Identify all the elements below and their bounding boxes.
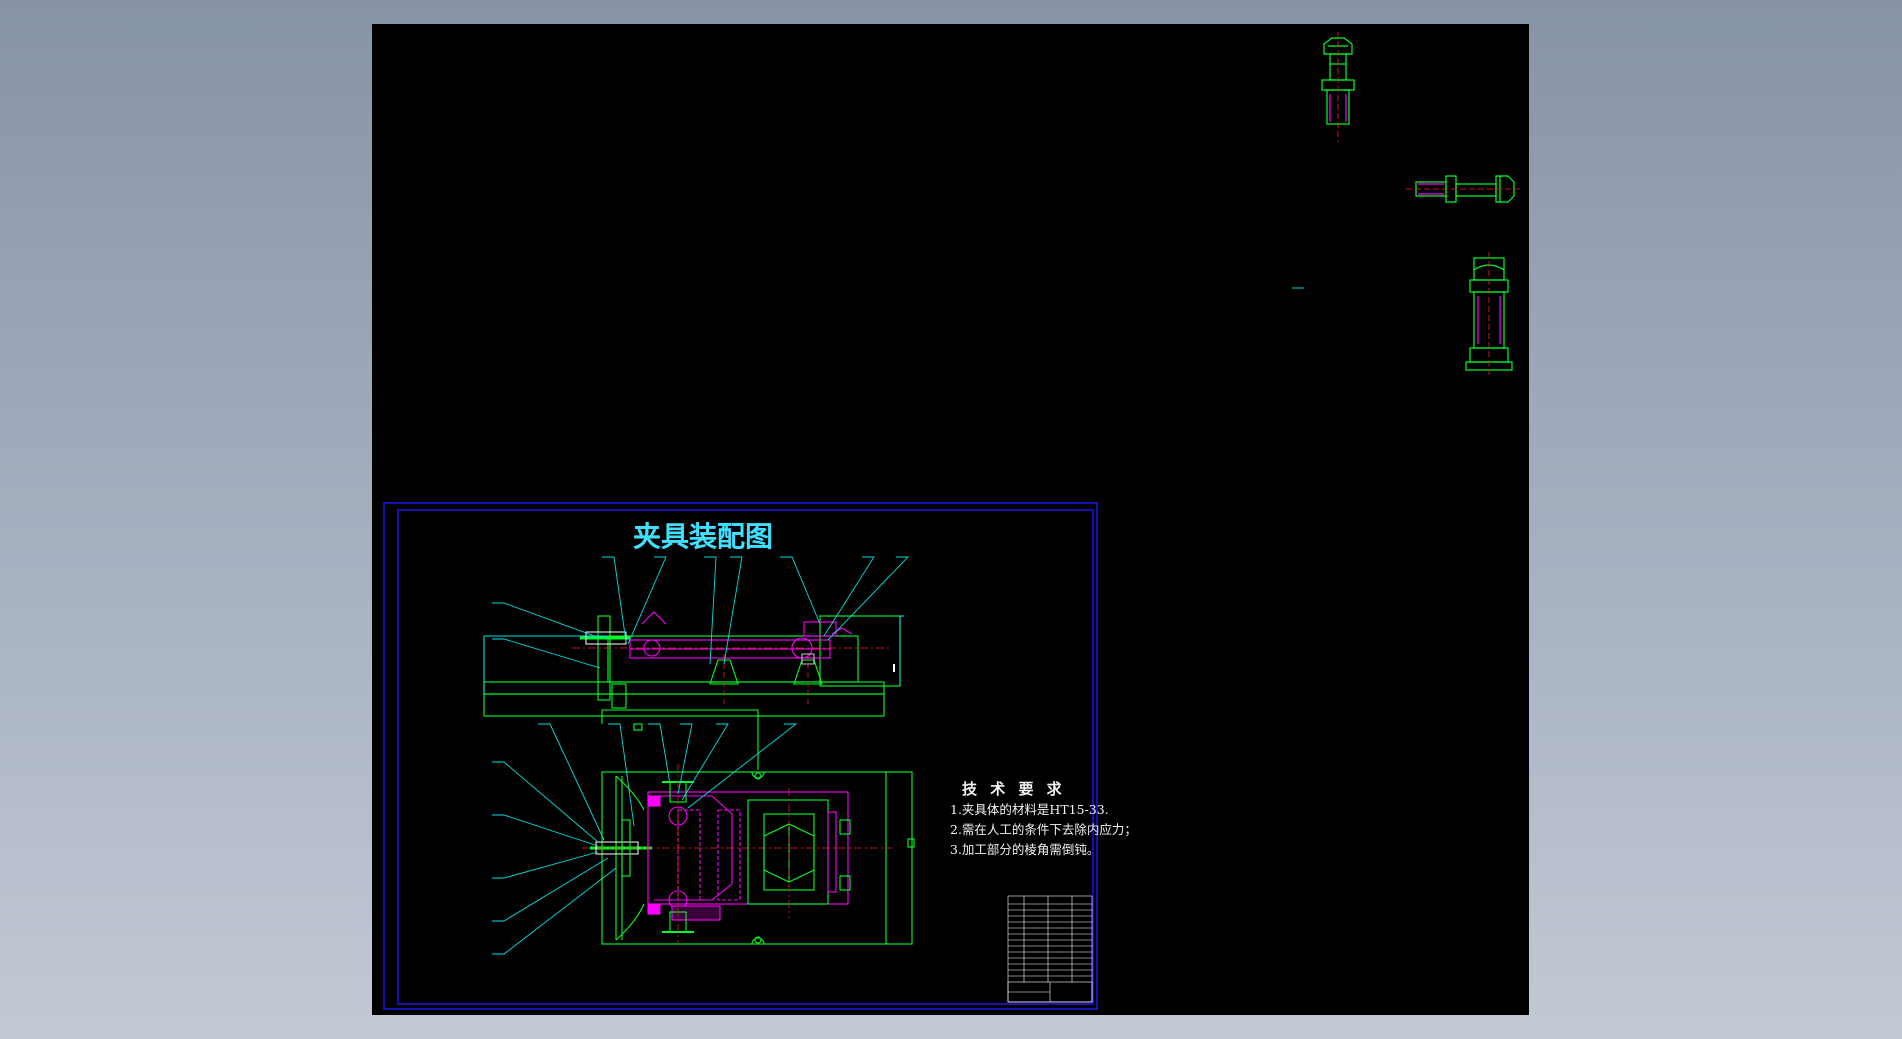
drawing-title: 夹具装配图 (633, 520, 773, 553)
hex-bolt-side-icon (1406, 175, 1522, 203)
parts-list-table (1007, 895, 1093, 1003)
tech-req-item-3: 3.加工部分的棱角需倒钝。 (950, 842, 1099, 857)
nut-stud-icon (1465, 252, 1513, 376)
technical-requirements: 技 术 要 求 1.夹具体的材料是HT15-33. 2.需在人工的条件下去除内应… (950, 780, 1137, 857)
top-view-leaders (492, 723, 798, 955)
top-view (582, 709, 915, 945)
tech-req-heading: 技 术 要 求 (962, 780, 1066, 798)
hex-bolt-icon (1321, 32, 1355, 142)
tech-req-item-2: 2.需在人工的条件下去除内应力； (950, 822, 1137, 837)
front-view-leaders (492, 556, 910, 669)
tech-req-item-1: 1.夹具体的材料是HT15-33. (950, 802, 1109, 817)
cad-drawing-canvas[interactable]: 夹具装配图 (372, 24, 1529, 1015)
sheet-frame (383, 502, 1098, 1010)
drawing-svg: 夹具装配图 (383, 32, 1522, 1010)
front-view (483, 611, 904, 717)
